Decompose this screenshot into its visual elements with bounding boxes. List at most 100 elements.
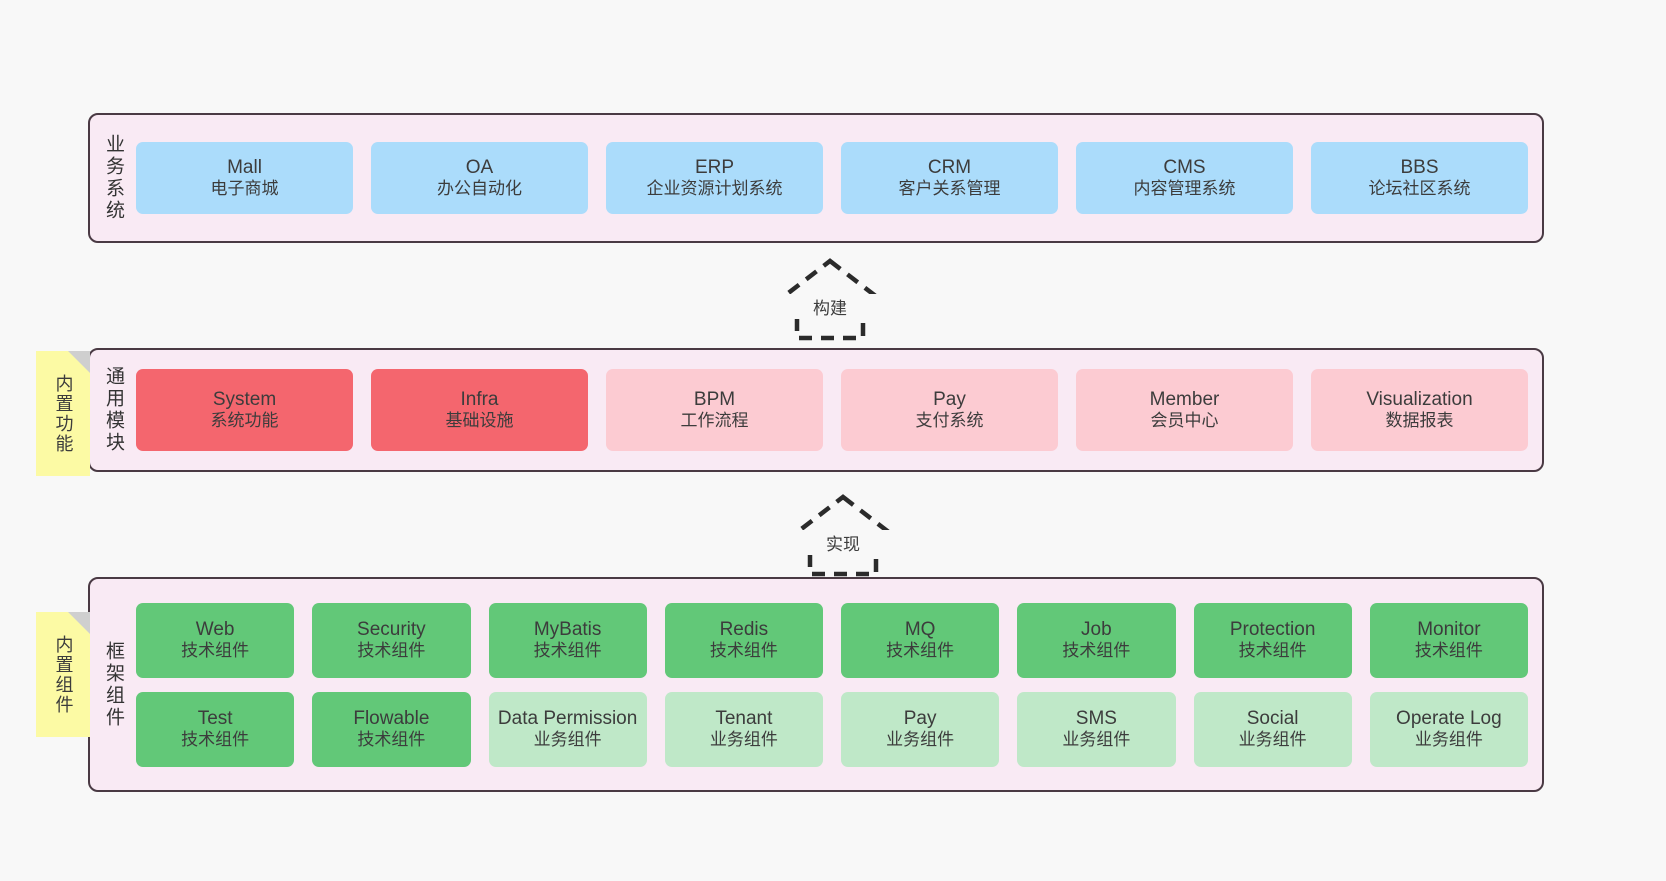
node-flowable[interactable]: Flowable 技术组件 xyxy=(312,691,471,767)
node-tenant[interactable]: Tenant 业务组件 xyxy=(664,691,823,767)
node-subtitle: 电子商城 xyxy=(210,179,279,199)
layer-common-modules: 通用模块 System 系统功能 Infra 基础设施 BPM 工作流程 Pay… xyxy=(88,348,1544,472)
node-title: Tenant xyxy=(715,708,773,730)
node-protection[interactable]: Protection 技术组件 xyxy=(1193,602,1352,678)
node-mq[interactable]: MQ 技术组件 xyxy=(841,602,1000,678)
node-title: Social xyxy=(1246,708,1299,730)
node-oa[interactable]: OA 办公自动化 xyxy=(371,142,588,214)
node-mybatis[interactable]: MyBatis 技术组件 xyxy=(488,602,647,678)
node-data-permission[interactable]: Data Permission 业务组件 xyxy=(488,691,647,767)
node-title: CMS xyxy=(1163,157,1206,179)
node-row: Test 技术组件 Flowable 技术组件 Data Permission … xyxy=(136,691,1528,767)
node-title: OA xyxy=(465,157,494,179)
node-test[interactable]: Test 技术组件 xyxy=(136,691,295,767)
node-sms[interactable]: SMS 业务组件 xyxy=(1017,691,1176,767)
node-bbs[interactable]: BBS 论坛社区系统 xyxy=(1311,142,1528,214)
node-title: SMS xyxy=(1075,708,1117,730)
node-title: Redis xyxy=(719,619,769,641)
node-pay-module[interactable]: Pay 支付系统 xyxy=(841,369,1058,451)
arrow-build-up-icon: 构建 xyxy=(754,256,906,342)
node-subtitle: 业务组件 xyxy=(1238,730,1307,750)
layer-body-business: Mall 电子商城 OA 办公自动化 ERP 企业资源计划系统 CRM 客户关系… xyxy=(136,115,1542,241)
node-subtitle: 技术组件 xyxy=(181,730,250,750)
node-subtitle: 客户关系管理 xyxy=(898,179,1001,199)
node-title: Infra xyxy=(460,389,499,411)
node-title: BBS xyxy=(1400,157,1439,179)
layer-business-systems: 业务系统 Mall 电子商城 OA 办公自动化 ERP 企业资源计划系统 CRM… xyxy=(88,113,1544,243)
node-social[interactable]: Social 业务组件 xyxy=(1193,691,1352,767)
sticky-note-builtin-components: 内置组件 xyxy=(36,612,90,737)
node-title: Web xyxy=(195,619,235,641)
layer-framework-components: 框架组件 Web 技术组件 Security 技术组件 MyBatis 技术组件… xyxy=(88,577,1544,792)
node-title: Job xyxy=(1081,619,1112,641)
node-monitor[interactable]: Monitor 技术组件 xyxy=(1369,602,1528,678)
node-mall[interactable]: Mall 电子商城 xyxy=(136,142,353,214)
sticky-note-label: 内置功能 xyxy=(53,373,74,454)
node-subtitle: 办公自动化 xyxy=(437,179,522,199)
node-subtitle: 技术组件 xyxy=(357,730,426,750)
node-subtitle: 基础设施 xyxy=(445,411,514,431)
node-title: Pay xyxy=(903,708,937,730)
node-pay-component[interactable]: Pay 业务组件 xyxy=(841,691,1000,767)
node-infra[interactable]: Infra 基础设施 xyxy=(371,369,588,451)
node-row: Mall 电子商城 OA 办公自动化 ERP 企业资源计划系统 CRM 客户关系… xyxy=(136,142,1528,214)
node-subtitle: 数据报表 xyxy=(1385,411,1454,431)
node-subtitle: 技术组件 xyxy=(533,641,602,661)
node-title: Protection xyxy=(1229,619,1316,641)
node-member[interactable]: Member 会员中心 xyxy=(1076,369,1293,451)
node-security[interactable]: Security 技术组件 xyxy=(312,602,471,678)
node-title: Security xyxy=(357,619,426,641)
layer-body-framework: Web 技术组件 Security 技术组件 MyBatis 技术组件 Redi… xyxy=(136,579,1542,790)
node-subtitle: 工作流程 xyxy=(680,411,749,431)
node-job[interactable]: Job 技术组件 xyxy=(1017,602,1176,678)
layer-title-business: 业务系统 xyxy=(102,134,124,222)
node-title: MQ xyxy=(904,619,936,641)
node-title: Visualization xyxy=(1366,389,1473,411)
node-web[interactable]: Web 技术组件 xyxy=(136,602,295,678)
node-subtitle: 技术组件 xyxy=(1062,641,1131,661)
node-row: Web 技术组件 Security 技术组件 MyBatis 技术组件 Redi… xyxy=(136,602,1528,678)
node-subtitle: 内容管理系统 xyxy=(1133,179,1236,199)
node-title: System xyxy=(212,389,277,411)
node-title: Operate Log xyxy=(1396,708,1502,730)
node-subtitle: 技术组件 xyxy=(357,641,426,661)
node-title: Test xyxy=(197,708,233,730)
node-bpm[interactable]: BPM 工作流程 xyxy=(606,369,823,451)
node-crm[interactable]: CRM 客户关系管理 xyxy=(841,142,1058,214)
arrow-implement-up-icon: 实现 xyxy=(767,492,919,578)
layer-title-framework: 框架组件 xyxy=(102,640,124,729)
node-erp[interactable]: ERP 企业资源计划系统 xyxy=(606,142,823,214)
node-title: Monitor xyxy=(1417,619,1481,641)
node-title: MyBatis xyxy=(533,619,602,641)
node-subtitle: 会员中心 xyxy=(1150,411,1219,431)
node-title: Mall xyxy=(227,157,262,179)
node-title: Data Permission xyxy=(497,708,638,730)
folded-corner-icon xyxy=(68,351,90,373)
sticky-note-builtin-functions: 内置功能 xyxy=(36,351,90,476)
node-subtitle: 业务组件 xyxy=(1414,730,1483,750)
node-redis[interactable]: Redis 技术组件 xyxy=(664,602,823,678)
node-cms[interactable]: CMS 内容管理系统 xyxy=(1076,142,1293,214)
node-subtitle: 技术组件 xyxy=(709,641,778,661)
layer-title-modules: 通用模块 xyxy=(102,366,124,454)
node-title: Flowable xyxy=(353,708,430,730)
node-row: System 系统功能 Infra 基础设施 BPM 工作流程 Pay 支付系统… xyxy=(136,369,1528,451)
node-subtitle: 论坛社区系统 xyxy=(1368,179,1471,199)
node-operate-log[interactable]: Operate Log 业务组件 xyxy=(1369,691,1528,767)
node-subtitle: 技术组件 xyxy=(1414,641,1483,661)
arrow-label: 构建 xyxy=(755,294,905,319)
arrow-label: 实现 xyxy=(768,530,918,555)
node-subtitle: 技术组件 xyxy=(181,641,250,661)
node-subtitle: 业务组件 xyxy=(886,730,955,750)
node-system[interactable]: System 系统功能 xyxy=(136,369,353,451)
node-title: Member xyxy=(1149,389,1220,411)
node-title: ERP xyxy=(694,157,735,179)
node-subtitle: 业务组件 xyxy=(533,730,602,750)
node-subtitle: 支付系统 xyxy=(915,411,984,431)
node-visualization[interactable]: Visualization 数据报表 xyxy=(1311,369,1528,451)
layer-body-modules: System 系统功能 Infra 基础设施 BPM 工作流程 Pay 支付系统… xyxy=(136,350,1542,470)
folded-corner-icon xyxy=(68,612,90,634)
node-subtitle: 业务组件 xyxy=(1062,730,1131,750)
node-subtitle: 系统功能 xyxy=(210,411,279,431)
